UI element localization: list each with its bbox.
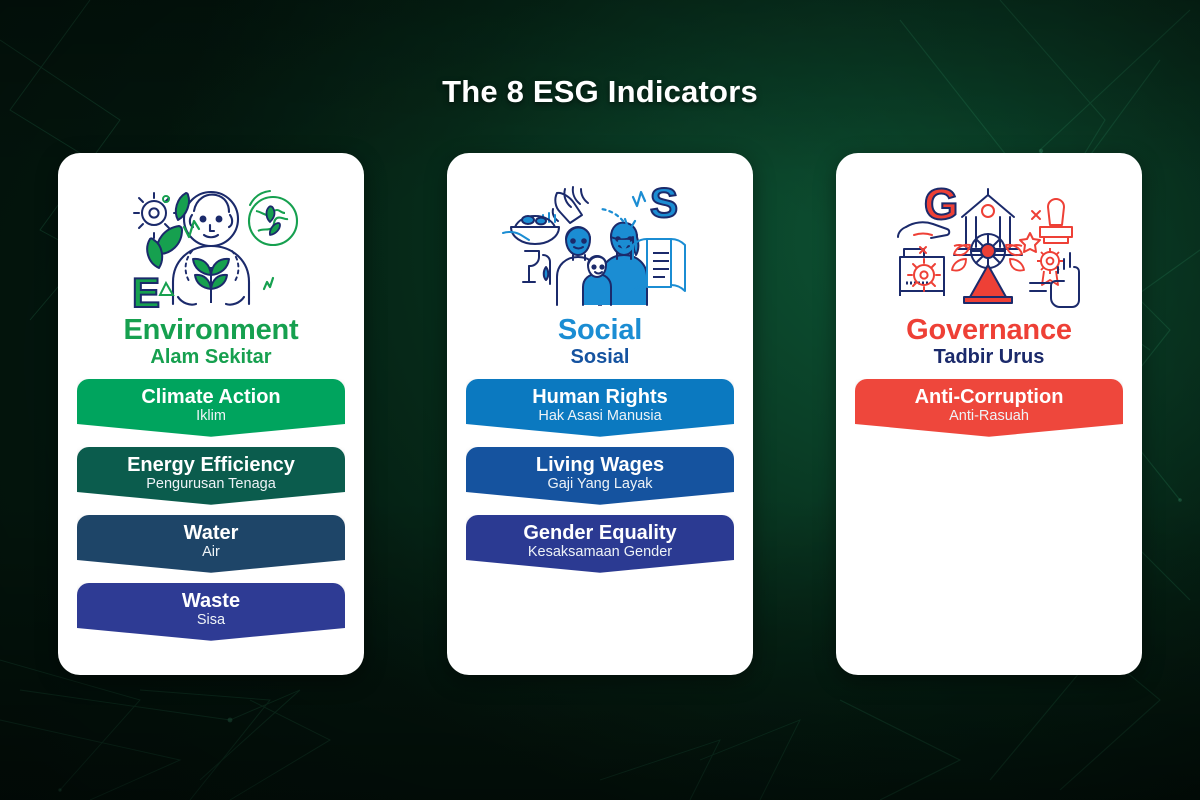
governance-letter-badge: G	[924, 180, 958, 229]
indicator-label: Energy Efficiency	[127, 453, 295, 476]
indicator-label: Anti-Corruption	[914, 385, 1064, 408]
indicator-label: Climate Action	[141, 385, 281, 408]
indicator-sublabel: Anti-Rasuah	[949, 407, 1029, 424]
indicator-sublabel: Sisa	[196, 611, 226, 628]
indicator-sublabel: Gaji Yang Layak	[547, 475, 653, 492]
pillar-title-governance: Governance	[906, 314, 1072, 346]
card-environment[interactable]: E Environment Alam Sekitar Climate Actio…	[58, 153, 364, 675]
indicator-sublabel: Iklim	[196, 407, 226, 424]
indicator-gender-equality[interactable]: Gender Equality Kesaksamaan Gender	[466, 514, 734, 573]
indicator-sublabel: Air	[202, 543, 220, 560]
social-illustration: S	[495, 171, 705, 311]
indicator-waste[interactable]: Waste Sisa	[77, 582, 345, 641]
indicator-energy-efficiency[interactable]: Energy Efficiency Pengurusan Tenaga	[77, 446, 345, 505]
environment-illustration: E	[106, 171, 316, 311]
page-title: The 8 ESG Indicators	[442, 74, 758, 109]
indicator-label: Living Wages	[535, 453, 665, 476]
pillar-subtitle-environment: Alam Sekitar	[150, 345, 272, 368]
environment-letter-badge: E	[132, 269, 160, 311]
indicator-list-social: Human Rights Hak Asasi Manusia Living Wa…	[466, 378, 734, 573]
social-letter-badge: S	[650, 179, 678, 226]
indicator-sublabel: Pengurusan Tenaga	[146, 475, 276, 492]
indicator-list-governance: Anti-Corruption Anti-Rasuah	[855, 378, 1123, 437]
pillar-title-social: Social	[557, 314, 643, 346]
card-social[interactable]: S Social Sosial Human Rights Hak Asasi M…	[447, 153, 753, 675]
indicator-label: Human Rights	[532, 385, 668, 408]
indicator-living-wages[interactable]: Living Wages Gaji Yang Layak	[466, 446, 734, 505]
indicator-anti-corruption[interactable]: Anti-Corruption Anti-Rasuah	[855, 378, 1123, 437]
indicator-human-rights[interactable]: Human Rights Hak Asasi Manusia	[466, 378, 734, 437]
pillar-subtitle-social: Sosial	[570, 345, 630, 368]
indicator-climate-action[interactable]: Climate Action Iklim	[77, 378, 345, 437]
indicator-sublabel: Hak Asasi Manusia	[538, 407, 662, 424]
indicator-label: Water	[183, 521, 239, 544]
esg-pillar-cards: E Environment Alam Sekitar Climate Actio…	[58, 153, 1142, 675]
indicator-label: Waste	[181, 589, 241, 612]
governance-illustration: G	[884, 171, 1094, 311]
card-governance[interactable]: G Governance Tadbir Urus Anti-Corruption…	[836, 153, 1142, 675]
indicator-label: Gender Equality	[523, 521, 677, 544]
indicator-water[interactable]: Water Air	[77, 514, 345, 573]
indicator-list-environment: Climate Action Iklim Energy Efficiency P…	[77, 378, 345, 641]
indicator-sublabel: Kesaksamaan Gender	[527, 543, 673, 560]
pillar-subtitle-governance: Tadbir Urus	[933, 345, 1045, 368]
pillar-title-environment: Environment	[123, 314, 299, 346]
